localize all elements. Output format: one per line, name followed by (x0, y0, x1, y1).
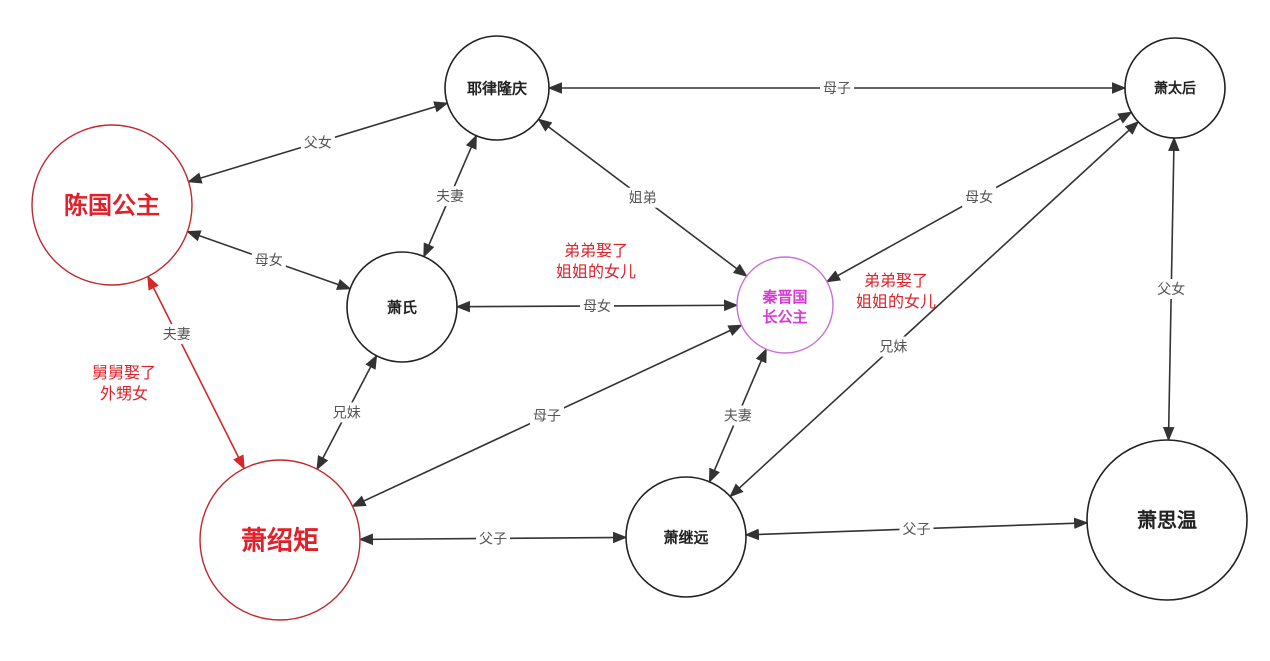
node-circle (199, 459, 361, 621)
edge-label: 母女 (583, 298, 611, 315)
edge-label-bg (899, 518, 934, 539)
node-xiaosiwen[interactable]: 萧思温 (1086, 439, 1248, 601)
edge-label: 父子 (479, 531, 507, 547)
note-uncle-married-niece: 舅舅娶了 外甥女 (92, 363, 157, 403)
edge-label-bg (530, 405, 565, 426)
edge-label-bg (433, 186, 468, 207)
note-brother-married-sisters-daughter-2: 弟弟娶了 姐姐的女儿 (856, 271, 937, 311)
edge-label: 姐弟 (629, 191, 657, 207)
edge-label: 父女 (1157, 281, 1185, 298)
edge-xiaotaihou-xiaojiyuan (729, 120, 1140, 498)
node-circle (625, 476, 747, 598)
node-label: 萧思温 (1137, 508, 1197, 532)
node-xiaojiyuan[interactable]: 萧继远 (625, 476, 747, 598)
edge-label: 父子 (903, 522, 931, 538)
node-yelvlongqing[interactable]: 耶律隆庆 (444, 35, 550, 141)
node-xiaoshi[interactable]: 萧氏 (346, 251, 458, 363)
node-qinjin[interactable]: 秦晋国长公主 (736, 256, 834, 354)
node-label: 萧氏 (387, 298, 417, 316)
node-label: 萧绍矩 (241, 526, 319, 556)
edge-label-bg (579, 295, 614, 316)
node-label: 萧继远 (663, 528, 708, 546)
edge-label: 兄妹 (879, 340, 907, 356)
edge-label: 母子 (823, 81, 851, 97)
node-circle (1086, 439, 1248, 601)
edge-label-bg (1154, 279, 1189, 300)
node-label: 陈国公主 (64, 192, 160, 220)
edge-label: 夫妻 (163, 327, 191, 343)
node-circle (31, 124, 193, 286)
edge-label-bg (159, 324, 194, 345)
edge-label-bg (475, 528, 510, 549)
edge-label: 母子 (533, 409, 561, 425)
edge-label: 夫妻 (724, 408, 752, 424)
node-chenguo[interactable]: 陈国公主 (31, 124, 193, 286)
edge-label: 母女 (965, 189, 993, 206)
node-label: 秦晋国长公主 (761, 288, 807, 326)
edge-label-bg (876, 336, 911, 357)
edge-label: 兄妹 (333, 405, 361, 421)
edge-label: 母女 (255, 252, 283, 269)
edge-chenguo-xiaoshaoju (147, 275, 245, 470)
node-circle (346, 251, 458, 363)
node-circle (1124, 37, 1226, 139)
node-circle (736, 256, 834, 354)
edge-label: 夫妻 (436, 189, 464, 205)
note-brother-married-sisters-daughter: 弟弟娶了 姐姐的女儿 (556, 241, 637, 281)
node-circle (444, 35, 550, 141)
edge-label-bg (300, 132, 335, 153)
node-xiaoshaoju[interactable]: 萧绍矩 (199, 459, 361, 621)
node-label: 耶律隆庆 (467, 79, 527, 97)
edge-label: 父女 (304, 134, 332, 151)
node-label: 萧太后 (1154, 80, 1196, 97)
edge-label-bg (820, 78, 854, 98)
edge-label-bg (251, 250, 286, 271)
edge-label-bg (720, 405, 755, 426)
node-xiaotaihou[interactable]: 萧太后 (1124, 37, 1226, 139)
edge-label-bg (625, 187, 660, 208)
